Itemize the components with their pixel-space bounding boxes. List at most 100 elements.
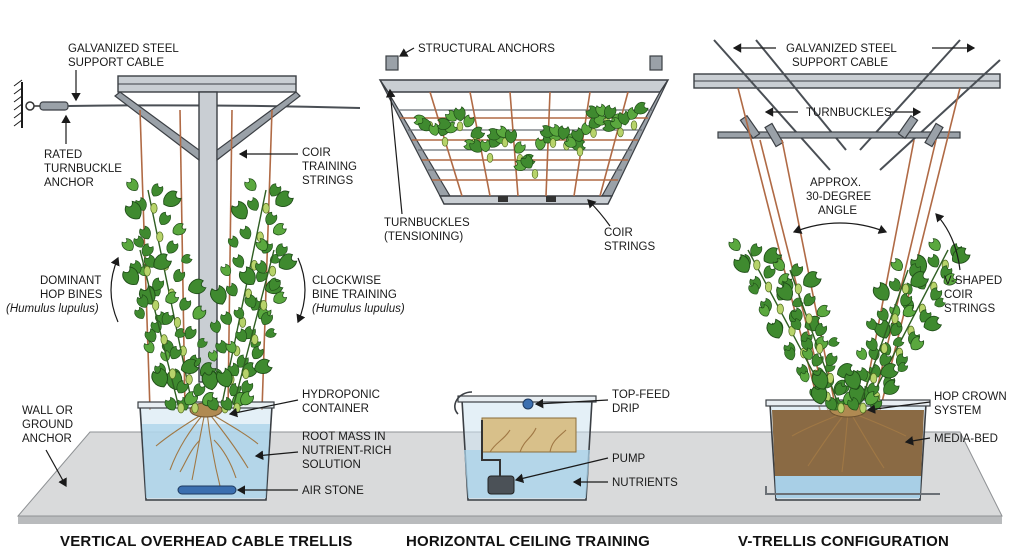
hop-cone-icon	[837, 402, 845, 414]
label-wall-3: ANCHOR	[22, 433, 72, 445]
hop-cone-icon	[150, 202, 158, 214]
label-container-1: HYDROPONIC	[302, 389, 380, 401]
hop-leaf-icon	[224, 281, 241, 299]
hop-leaf-icon	[124, 176, 142, 194]
label-angle-3: ANGLE	[818, 205, 857, 217]
media-bed-container	[765, 399, 940, 501]
label-angle-1: APPROX.	[810, 177, 861, 189]
svg-text:(Humulus lupulus): (Humulus lupulus)	[6, 303, 99, 315]
hop-leaf-icon	[875, 306, 892, 324]
svg-text:AIR STONE: AIR STONE	[302, 485, 364, 497]
label-rootmass-1: ROOT MASS IN	[302, 431, 386, 443]
svg-text:STRINGS: STRINGS	[302, 175, 353, 187]
hop-cone-icon	[441, 136, 449, 147]
panel-vertical: GALVANIZED STEEL SUPPORT CABLE RATED TUR…	[6, 43, 405, 550]
svg-text:PUMP: PUMP	[612, 453, 646, 465]
panel-horizontal: STRUCTURAL ANCHORS TURNBUCKLES (TENSIONI…	[378, 43, 678, 550]
hop-cone-icon	[590, 128, 597, 138]
hop-cone-icon	[486, 153, 494, 163]
hop-leaf-icon	[237, 224, 255, 242]
svg-text:CLOCKWISE: CLOCKWISE	[312, 275, 381, 287]
hop-cone-icon	[576, 146, 584, 157]
svg-text:NUTRIENT-RICH: NUTRIENT-RICH	[302, 445, 391, 457]
svg-text:ANCHOR: ANCHOR	[44, 177, 94, 189]
svg-text:ROOT MASS IN: ROOT MASS IN	[302, 431, 386, 443]
hop-cone-icon	[251, 334, 259, 345]
svg-text:ANCHOR: ANCHOR	[22, 433, 72, 445]
hop-cone-icon	[242, 368, 250, 380]
svg-text:WALL OR: WALL OR	[22, 405, 73, 417]
drip-container	[454, 391, 597, 501]
svg-text:HYDROPONIC: HYDROPONIC	[302, 389, 380, 401]
hop-cone-icon	[152, 299, 160, 311]
label-clockwise-2: BINE TRAINING	[312, 289, 397, 301]
svg-text:CONTAINER: CONTAINER	[302, 403, 369, 415]
svg-text:STRUCTURAL ANCHORS: STRUCTURAL ANCHORS	[418, 43, 555, 55]
svg-text:SUPPORT CABLE: SUPPORT CABLE	[792, 57, 888, 69]
label-clockwise-1: CLOCKWISE	[312, 275, 381, 287]
svg-text:V-SHAPED: V-SHAPED	[944, 275, 1002, 287]
v-lower-bar	[717, 131, 961, 139]
label-turnbuckle-3: ANCHOR	[44, 177, 94, 189]
hop-cone-icon	[902, 283, 910, 295]
svg-text:TURNBUCKLES: TURNBUCKLES	[384, 217, 470, 229]
svg-text:TURNBUCKLE: TURNBUCKLE	[44, 163, 122, 175]
hop-cone-icon	[753, 259, 761, 271]
hop-leaf-icon	[142, 339, 157, 356]
svg-text:SYSTEM: SYSTEM	[934, 405, 981, 417]
hop-bines-right	[200, 176, 299, 414]
hop-cone-icon	[859, 402, 867, 414]
label-v-turnbuckles: TURNBUCKLES	[806, 107, 892, 119]
svg-text:(Humulus lupulus): (Humulus lupulus)	[312, 303, 405, 315]
hop-leaf-icon	[176, 296, 193, 314]
svg-text:DRIP: DRIP	[612, 403, 640, 415]
hop-leaf-icon	[773, 280, 798, 305]
v-turnbuckles	[739, 114, 944, 148]
label-clockwise-latin: (Humulus lupulus)	[312, 303, 405, 315]
hop-leaf-icon	[163, 239, 180, 257]
svg-text:SUPPORT CABLE: SUPPORT CABLE	[68, 57, 164, 69]
post-brace-left	[114, 91, 200, 162]
svg-text:HOP BINES: HOP BINES	[40, 289, 103, 301]
hop-leaf-icon	[159, 188, 184, 212]
hop-cone-icon	[880, 343, 888, 354]
svg-text:MEDIA-BED: MEDIA-BED	[934, 433, 998, 445]
caption-v-trellis: V-TRELLIS CONFIGURATION	[738, 533, 949, 550]
svg-text:TURNBUCKLES: TURNBUCKLES	[806, 107, 892, 119]
turnbuckle-anchor	[34, 101, 69, 111]
label-turnbuckles-1: TURNBUCKLES	[384, 217, 470, 229]
label-v-cable-2: SUPPORT CABLE	[792, 57, 888, 69]
svg-text:RATED: RATED	[44, 149, 82, 161]
label-airstone: AIR STONE	[302, 485, 364, 497]
v-hop-bines-right	[842, 236, 973, 414]
air-stone	[177, 485, 237, 495]
svg-text:V-TRELLIS CONFIGURATION: V-TRELLIS CONFIGURATION	[738, 533, 949, 550]
svg-text:STRINGS: STRINGS	[944, 303, 995, 315]
label-crown-2: SYSTEM	[934, 405, 981, 417]
svg-text:APPROX.: APPROX.	[810, 177, 861, 189]
label-v-cable-1: GALVANIZED STEEL	[786, 43, 897, 55]
hop-cone-icon	[269, 265, 277, 277]
svg-text:TRAINING: TRAINING	[302, 161, 357, 173]
svg-text:HOP CROWN: HOP CROWN	[934, 391, 1007, 403]
label-anchors: STRUCTURAL ANCHORS	[418, 43, 555, 55]
wall-anchor	[13, 79, 35, 128]
label-pump: PUMP	[612, 453, 646, 465]
hop-cone-icon	[630, 120, 638, 131]
svg-text:GROUND: GROUND	[22, 419, 73, 431]
label-cable-2: SUPPORT CABLE	[68, 57, 164, 69]
svg-text:HORIZONTAL CEILING TRAINING: HORIZONTAL CEILING TRAINING	[406, 533, 650, 550]
label-nutrients: NUTRIENTS	[612, 477, 678, 489]
hop-cone-icon	[239, 317, 247, 328]
svg-text:30-DEGREE: 30-DEGREE	[806, 191, 872, 203]
label-turnbuckle-1: RATED	[44, 149, 82, 161]
hop-cone-icon	[177, 402, 185, 414]
caption-vertical: VERTICAL OVERHEAD CABLE TRELLIS	[60, 533, 353, 550]
svg-text:STRINGS: STRINGS	[604, 241, 655, 253]
hop-bines-left	[119, 176, 220, 414]
svg-text:BINE TRAINING: BINE TRAINING	[312, 289, 397, 301]
hop-leaf-icon	[132, 305, 148, 322]
hop-leaf-icon	[245, 196, 262, 214]
